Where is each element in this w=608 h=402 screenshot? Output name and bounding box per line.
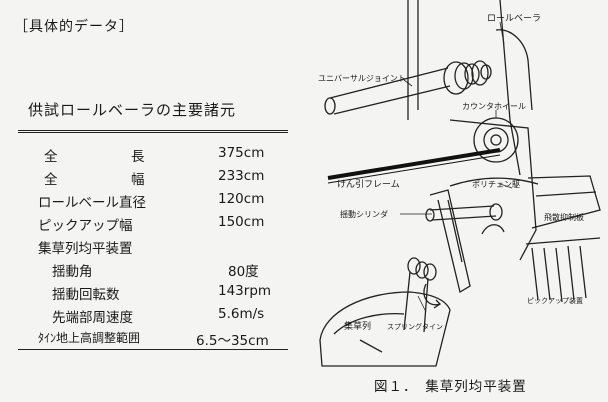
table-bottom-rule [18, 349, 288, 350]
section-header: ［具体的データ］ [14, 19, 134, 35]
spec-label: ピックアップ幅 [38, 218, 133, 234]
mechanism-figure [319, 0, 601, 367]
label-spring-tine: スプリングタイン [387, 323, 443, 331]
spec-row-swing-angle: 揺動角 80度 [0, 260, 300, 282]
spec-label: ロールベール直径 [38, 195, 146, 211]
spec-table-title: 供試ロールベーラの主要諸元 [28, 101, 237, 119]
spec-value: 120cm [218, 191, 265, 207]
spec-row-width: 全 幅 233cm [0, 168, 300, 190]
spec-label: 全 [44, 149, 58, 165]
spec-label: 幅 [131, 172, 145, 188]
label-swath: 集草列 [344, 322, 372, 332]
spec-row-pickup-width: ピックアップ幅 150cm [0, 214, 300, 236]
label-hitch-frame: けん引フレーム [337, 180, 400, 190]
label-pickup: ピックアップ装置 [527, 297, 583, 305]
spec-label: 集草列均平装置 [38, 241, 133, 257]
spec-value: 233cm [218, 168, 265, 184]
spec-row-bale-diameter: ロールベール直径 120cm [0, 191, 300, 213]
spec-row-leveler: 集草列均平装置 [0, 237, 300, 259]
spec-value: 143rpm [218, 283, 272, 299]
spec-label: 長 [131, 149, 145, 165]
spec-row-tine-height: ﾀｲﾝ地上高調整範囲 6.5～35cm [0, 329, 300, 351]
spec-label: 揺動角 [52, 264, 93, 280]
spec-row-length: 全 長 375cm [0, 145, 300, 167]
spec-label: ﾀｲﾝ地上高調整範囲 [38, 331, 141, 345]
label-roll-baler: ロールベーラ [487, 14, 542, 24]
spec-value: 80度 [228, 264, 259, 280]
spec-row-tip-speed: 先端部周速度 5.6m/s [0, 306, 300, 328]
spec-label: 全 [44, 172, 58, 188]
spec-label: 揺動回転数 [52, 287, 120, 303]
figure-caption: 図１． 集草列均平装置 [374, 379, 527, 395]
spec-row-swing-rpm: 揺動回転数 143rpm [0, 283, 300, 305]
label-counter-wheel: カウンタホイール [462, 102, 526, 111]
table-top-rule [18, 130, 288, 133]
label-universal-joint: ユニバーサルジョイント [318, 74, 406, 83]
spec-value: 375cm [218, 145, 265, 161]
spec-value: 6.5～35cm [196, 333, 269, 349]
spec-value: 150cm [218, 214, 265, 230]
label-oscillating-cylinder: 揺動シリンダ [340, 210, 388, 219]
label-scatter-plate: 飛散抑制板 [544, 213, 584, 222]
spec-label: 先端部周速度 [52, 310, 133, 326]
spec-value: 5.6m/s [218, 306, 265, 322]
label-poly-chain: ポリチェン駆 [472, 180, 520, 189]
